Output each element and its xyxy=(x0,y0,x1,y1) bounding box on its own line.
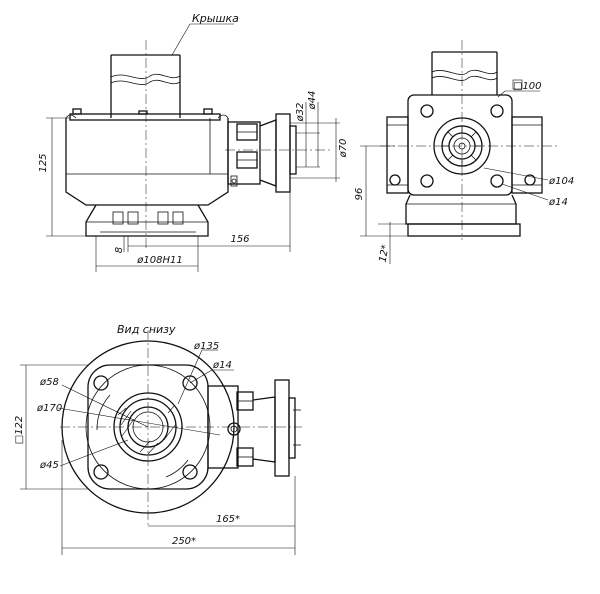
dim-bottom-d170: ø170 xyxy=(36,403,62,414)
dim-h12: 12* xyxy=(378,244,392,263)
dim-w8: 8 xyxy=(114,247,125,253)
dim-h125: 125 xyxy=(38,153,49,172)
bottom-view: Вид снизу xyxy=(14,323,302,555)
dim-sq100: □100 xyxy=(513,81,542,92)
dim-d104: ø104 xyxy=(548,176,574,187)
front-view: Крышка xyxy=(38,12,349,272)
front-dims: ø32 ø44 ø70 125 8 156 ø108H11 xyxy=(38,91,349,272)
cover-cylinder xyxy=(110,54,181,118)
dim-d108: ø108H11 xyxy=(136,255,182,266)
dim-d32: ø32 xyxy=(295,103,306,123)
dim-bottom-d58: ø58 xyxy=(39,377,59,388)
dim-d70: ø70 xyxy=(338,139,349,159)
side-coupling xyxy=(227,113,297,193)
housing-body xyxy=(65,114,229,206)
dim-bottom-w250: 250* xyxy=(172,536,196,547)
base-flange xyxy=(85,204,209,237)
side-view: □100 96 12* ø104 ø14 xyxy=(354,40,574,264)
dim-bottom-d14: ø14 xyxy=(212,360,232,371)
dim-w156: 156 xyxy=(230,234,249,245)
dim-d14: ø14 xyxy=(548,197,568,208)
dim-bottom-d45: ø45 xyxy=(39,460,59,471)
cover-label: Крышка xyxy=(192,12,239,25)
dim-bottom-d135: ø135 xyxy=(193,341,219,352)
dim-bottom-w165: 165* xyxy=(216,514,240,525)
dim-bottom-sq122: □122 xyxy=(14,416,25,445)
dim-h96: 96 xyxy=(354,188,365,201)
bottom-view-label: Вид снизу xyxy=(117,323,176,336)
dim-d44: ø44 xyxy=(307,91,318,111)
